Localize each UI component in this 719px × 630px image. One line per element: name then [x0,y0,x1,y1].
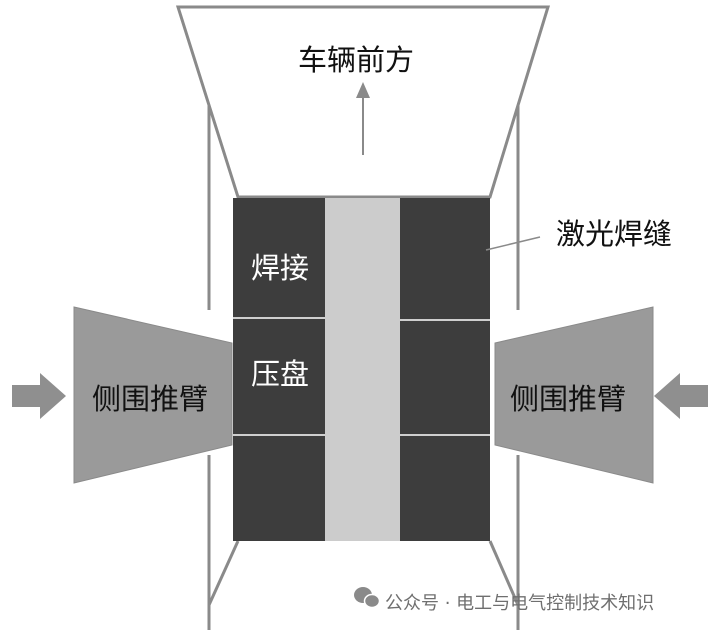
watermark-text: 公众号 · 电工与电气控制技术知识 [385,593,654,614]
laser-weld-label: 激光焊缝 [556,217,672,251]
outline-bottom-right-diag [488,540,520,606]
wechat-icon [354,587,381,609]
laser-weld-leader-line [485,236,541,251]
vehicle-body-outline [175,5,551,630]
center-strip [325,198,400,541]
weld-label-line2: 压盘 [251,357,309,391]
push-arrow-right [654,373,708,419]
front-trapezoid-outline [175,5,551,199]
push-arrow-left [12,373,66,419]
side-arm-right [494,306,654,484]
side-arm-left-label: 侧围推臂 [92,382,208,416]
front-direction-arrow [356,82,370,155]
side-arm-right-label: 侧围推臂 [510,382,626,416]
left-weld-column [233,198,325,541]
outline-bottom-left-diag [207,540,240,606]
vehicle-front-label: 车辆前方 [298,43,414,77]
right-weld-column [400,198,490,541]
weld-label-line1: 焊接 [251,251,309,285]
welding-block [233,198,490,541]
side-arm-left [73,306,233,484]
